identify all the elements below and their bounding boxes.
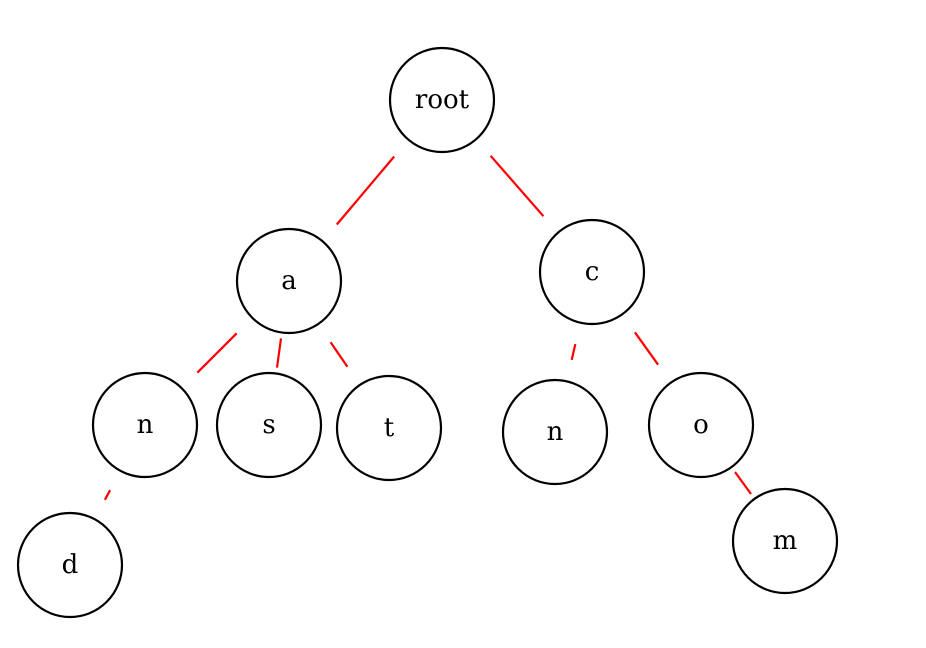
node-circle <box>235 227 343 335</box>
edges-layer <box>103 155 752 501</box>
node-label: m <box>773 526 798 556</box>
node-label: d <box>62 550 79 580</box>
node-a-s: s <box>215 371 323 479</box>
node-root: root <box>388 46 496 154</box>
node-circle <box>538 218 646 326</box>
node-circle <box>16 511 124 619</box>
edge-c-to-c-o <box>634 331 659 366</box>
node-circle <box>731 487 839 595</box>
node-label: t <box>384 413 395 443</box>
edge-root-to-c <box>489 155 545 217</box>
node-label: n <box>137 410 154 440</box>
nodes-layer: root a c n s t n o d m <box>16 46 839 619</box>
edge-root-to-a <box>335 155 396 226</box>
node-circle <box>335 374 443 482</box>
edge-a-n-to-a-n-d <box>103 489 112 501</box>
edge-a-to-a-t <box>329 341 349 368</box>
node-label: o <box>693 410 709 440</box>
node-a-t: t <box>335 374 443 482</box>
node-c-o: o <box>647 371 755 479</box>
node-a-n: n <box>91 371 199 479</box>
edge-a-to-a-n <box>196 332 238 374</box>
node-a: a <box>235 227 343 335</box>
edge-c-o-to-c-o-m <box>734 471 752 495</box>
node-circle <box>647 371 755 479</box>
node-circle <box>91 371 199 479</box>
node-label: a <box>281 266 297 296</box>
edge-c-to-c-n <box>570 343 577 361</box>
node-circle <box>215 371 323 479</box>
node-label: root <box>415 85 470 115</box>
node-a-n-d: d <box>16 511 124 619</box>
node-label: c <box>585 257 600 287</box>
node-label: s <box>262 410 275 440</box>
edge-a-to-a-s <box>275 338 283 368</box>
node-circle <box>501 378 609 486</box>
node-c-n: n <box>501 378 609 486</box>
node-circle <box>388 46 496 154</box>
node-c: c <box>538 218 646 326</box>
node-c-o-m: m <box>731 487 839 595</box>
node-label: n <box>547 417 564 447</box>
